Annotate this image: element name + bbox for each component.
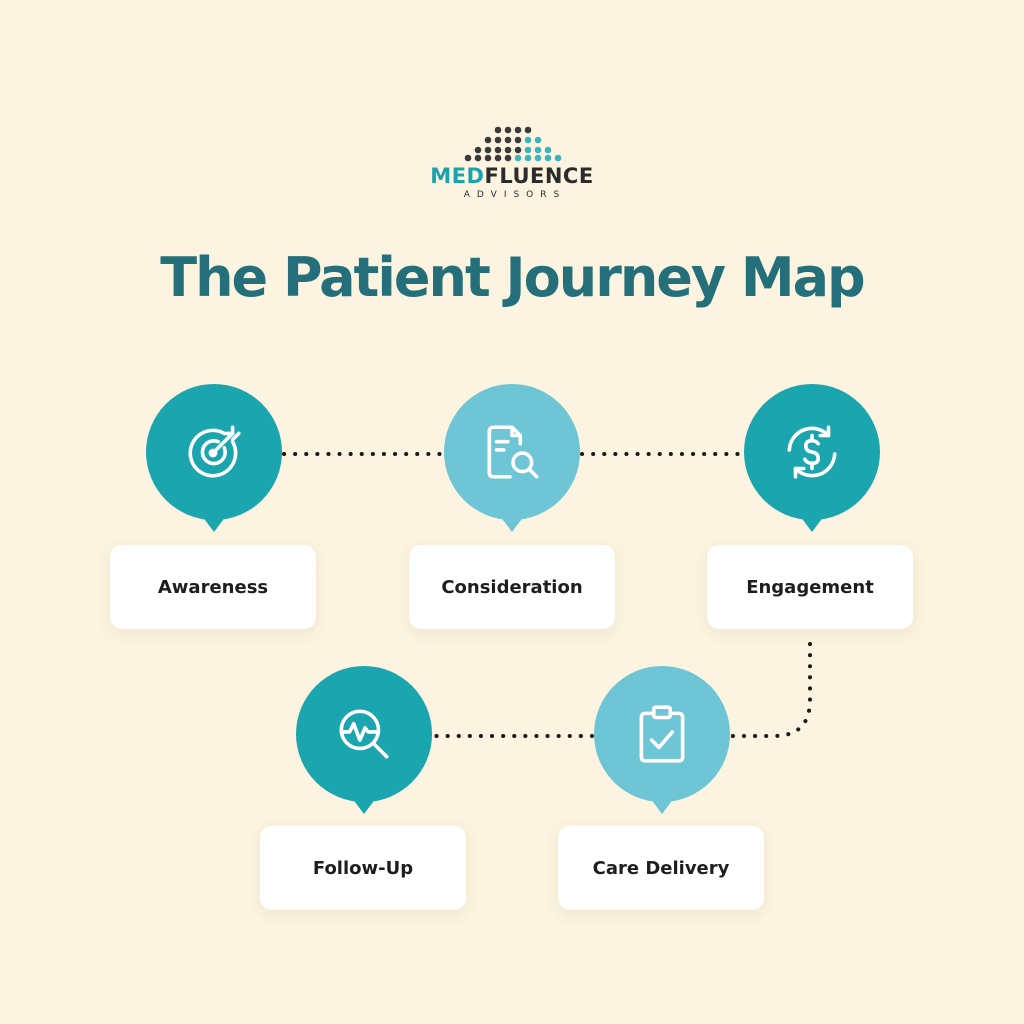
stage-care-delivery-pin xyxy=(594,666,730,814)
stage-follow-up-pin xyxy=(296,666,432,814)
stage-engagement-pin xyxy=(744,384,880,532)
document-search-icon xyxy=(487,425,539,479)
stage-care-delivery-card: Care Delivery xyxy=(558,826,764,910)
stage-follow-up-label: Follow-Up xyxy=(312,857,414,879)
stage-care-delivery-label: Care Delivery xyxy=(592,857,730,879)
clipboard-check-icon xyxy=(639,705,685,763)
logo: MEDFLUENCE ADVISORS xyxy=(0,0,1024,220)
logo-wordmark-accent: MED xyxy=(430,164,485,188)
logo-dots-mark xyxy=(464,126,562,162)
stage-awareness-card: Awareness xyxy=(110,545,316,629)
stage-consideration-label: Consideration xyxy=(441,576,583,598)
target-icon xyxy=(188,425,241,478)
connector-engagement-care-delivery xyxy=(728,642,812,738)
logo-wordmark-rest: FLUENCE xyxy=(484,164,594,188)
logo-wordmark: MEDFLUENCE xyxy=(0,164,1024,188)
stage-engagement-label: Engagement xyxy=(746,576,874,598)
dollar-cycle-icon xyxy=(787,425,837,479)
stage-follow-up-card: Follow-Up xyxy=(260,826,466,910)
page-title: The Patient Journey Map xyxy=(160,246,865,309)
stage-awareness-label: Awareness xyxy=(157,576,269,598)
pulse-search-icon xyxy=(339,709,389,759)
stage-consideration-pin xyxy=(444,384,580,532)
stage-consideration-card: Consideration xyxy=(409,545,615,629)
stage-awareness-pin xyxy=(146,384,282,532)
logo-subtitle: ADVISORS xyxy=(463,190,567,200)
stage-engagement-card: Engagement xyxy=(707,545,913,629)
